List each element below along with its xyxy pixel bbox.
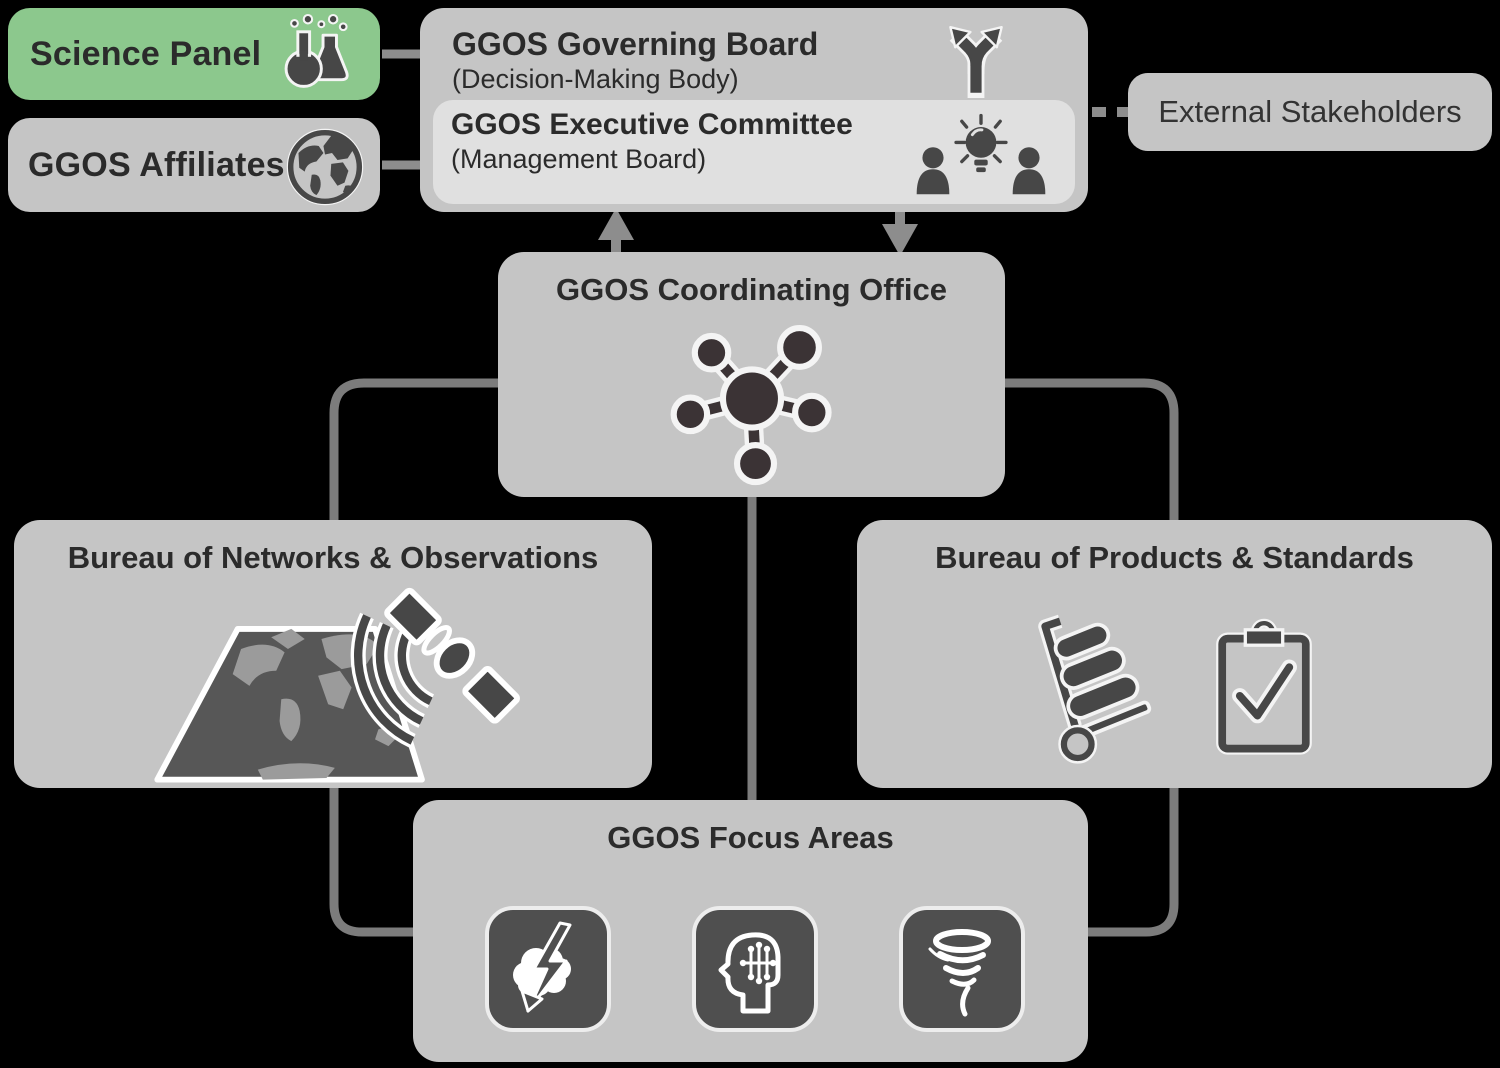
executive-committee-title: GGOS Executive Committee	[451, 108, 853, 141]
bureau-products-box: Bureau of Products & Standards	[857, 520, 1492, 788]
executive-committee-box: GGOS Executive Committee (Management Boa…	[433, 100, 1075, 204]
arrow-down-icon	[882, 212, 918, 256]
storm-icon	[513, 921, 572, 1013]
map-satellite-icon	[154, 587, 520, 783]
team-idea-icon	[916, 113, 1046, 195]
bureau-products-title: Bureau of Products & Standards	[935, 540, 1414, 575]
coordinating-office-title: GGOS Coordinating Office	[556, 272, 947, 307]
science-panel-box: Science Panel	[8, 8, 380, 100]
handtruck-icon	[1038, 614, 1152, 764]
ggos-affiliates-box: GGOS Affiliates	[8, 118, 380, 212]
connector-bureau-networks-to-focus	[329, 786, 415, 937]
ai-head-icon	[718, 932, 781, 1014]
external-stakeholders-label: External Stakeholders	[1158, 94, 1462, 129]
connector-office-to-bureau-products	[1003, 378, 1179, 522]
flasks-icon	[284, 13, 349, 88]
globe-icon	[286, 128, 364, 206]
focus-areas-title: GGOS Focus Areas	[607, 820, 894, 855]
coordinating-office-box: GGOS Coordinating Office	[498, 252, 1005, 497]
bureau-networks-title: Bureau of Networks & Observations	[67, 540, 599, 575]
connector-office-to-bureau-networks	[329, 378, 500, 522]
focus-tile-tornado	[899, 906, 1025, 1032]
clipboard-check-icon	[1216, 618, 1312, 755]
executive-committee-title-block: GGOS Executive Committee (Management Boa…	[451, 108, 853, 175]
governing-board-box: GGOS Governing Board (Decision-Making Bo…	[420, 8, 1088, 212]
focus-areas-box: GGOS Focus Areas	[413, 800, 1088, 1062]
external-stakeholders-box: External Stakeholders	[1128, 73, 1492, 151]
ggos-affiliates-label: GGOS Affiliates	[28, 145, 285, 184]
executive-committee-subtitle: (Management Board)	[451, 143, 707, 174]
connector-bureau-products-to-focus	[1086, 786, 1179, 937]
fork-arrow-icon	[949, 26, 1003, 98]
network-hub-icon	[670, 325, 832, 486]
focus-tile-storm	[485, 906, 611, 1032]
governing-board-title: GGOS Governing Board	[452, 26, 819, 62]
governing-board-subtitle: (Decision-Making Body)	[452, 63, 739, 94]
arrow-up-icon	[598, 208, 634, 252]
focus-tile-ai	[692, 906, 818, 1032]
science-panel-label: Science Panel	[30, 34, 262, 73]
governing-board-title-block: GGOS Governing Board (Decision-Making Bo…	[452, 26, 818, 95]
bureau-networks-box: Bureau of Networks & Observations	[14, 520, 652, 788]
tornado-icon	[928, 929, 991, 1017]
